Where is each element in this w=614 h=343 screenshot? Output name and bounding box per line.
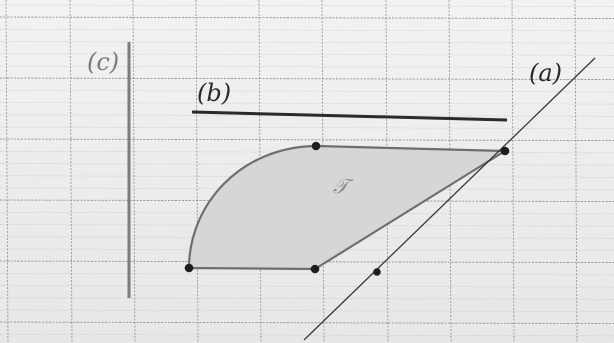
grid-line-horizontal-major — [0, 138, 614, 141]
grid-line-vertical — [511, 0, 515, 343]
grid-line-horizontal-major — [0, 199, 614, 202]
grid-line-horizontal — [0, 41, 614, 44]
grid-line-horizontal — [0, 334, 614, 337]
label-c: (c) — [87, 48, 119, 76]
grid-line-horizontal — [0, 285, 614, 288]
grid-line-vertical — [195, 0, 199, 343]
grid-line-horizontal-major — [0, 16, 614, 19]
grid-line-horizontal-major — [0, 260, 614, 263]
line-b — [191, 110, 508, 122]
line-a — [303, 57, 596, 341]
point-on-line-a — [373, 268, 381, 276]
grid-line-vertical — [132, 0, 136, 343]
label-a: (a) — [529, 59, 562, 87]
vertex-point — [184, 263, 194, 273]
grid-line-vertical — [69, 0, 73, 343]
vertex-point — [310, 264, 320, 274]
vertex-point — [500, 146, 510, 156]
grid-line-horizontal — [0, 29, 614, 32]
grid-line-vertical — [5, 0, 9, 343]
shaded-region-T — [187, 144, 507, 271]
grid-line-horizontal — [0, 309, 614, 312]
grid-line-horizontal — [0, 4, 614, 7]
grid-line-horizontal-major — [0, 77, 614, 80]
grid-line-horizontal — [0, 90, 614, 93]
grid-line-horizontal — [0, 102, 614, 105]
label-b: (b) — [197, 79, 231, 107]
grid-line-horizontal — [0, 273, 614, 276]
grid-line-horizontal-major — [0, 321, 614, 324]
grid-line-vertical — [574, 0, 578, 343]
vertex-point — [311, 141, 321, 151]
grid-line-horizontal — [0, 297, 614, 300]
